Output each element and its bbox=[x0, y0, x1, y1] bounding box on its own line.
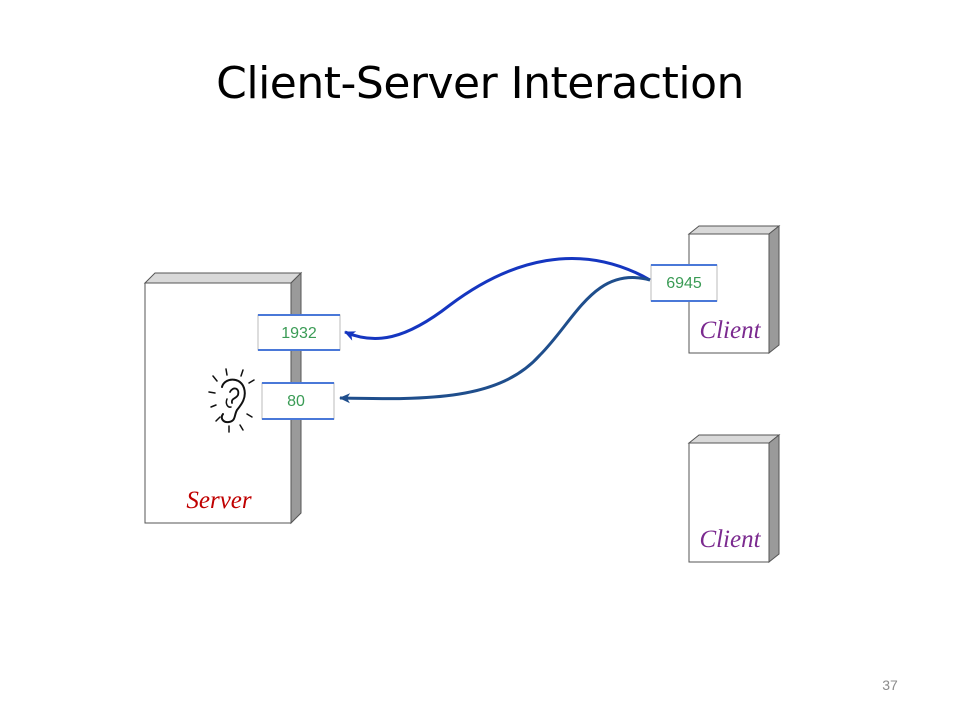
port-label-1932: 1932 bbox=[281, 325, 317, 342]
slide-title: Client-Server Interaction bbox=[216, 58, 744, 109]
client-port-6945: 6945 bbox=[650, 264, 718, 302]
port-label-6945: 6945 bbox=[666, 275, 702, 292]
client-box-2 bbox=[687, 433, 781, 564]
connection-arrow-6945-to-1932 bbox=[344, 256, 651, 341]
server-port-1932: 1932 bbox=[257, 314, 341, 351]
client-box-1 bbox=[687, 224, 781, 355]
client-label-2: Client bbox=[699, 526, 761, 553]
server-label: Server bbox=[186, 487, 252, 514]
page-number: 37 bbox=[882, 677, 898, 693]
client-label-1: Client bbox=[699, 317, 761, 344]
connection-arrow-6945-to-80 bbox=[339, 276, 651, 404]
server-port-80: 80 bbox=[261, 382, 335, 420]
listening-ear-icon bbox=[208, 368, 255, 433]
port-label-80: 80 bbox=[287, 393, 305, 410]
